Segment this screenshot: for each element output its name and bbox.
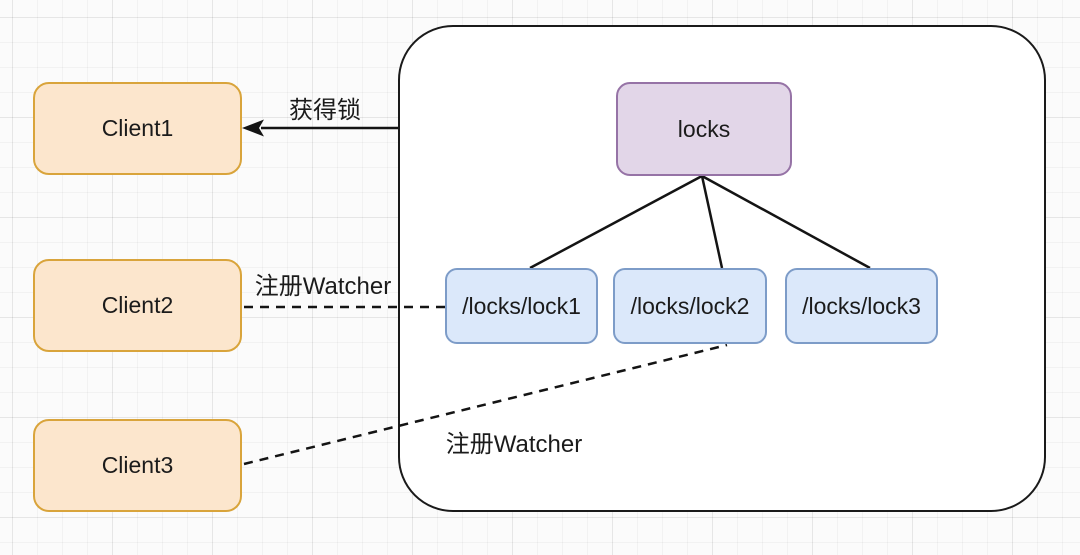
client3-node: Client3 <box>33 419 242 512</box>
acquire-lock-arrowhead-icon <box>242 119 264 137</box>
client3-label: Client3 <box>101 452 174 478</box>
lock3-node: /locks/lock3 <box>785 268 938 344</box>
locks-root-node: locks <box>616 82 792 176</box>
client3-watcher-edge-label: 注册Watcher <box>445 431 583 458</box>
lock2-node: /locks/lock2 <box>613 268 767 344</box>
client2-label: Client2 <box>101 292 174 318</box>
lock1-label: /locks/lock1 <box>462 292 581 319</box>
acquire-lock-edge-label: 获得锁 <box>289 97 361 124</box>
lock3-label: /locks/lock3 <box>802 292 921 319</box>
lock1-node: /locks/lock1 <box>445 268 598 344</box>
locks-root-label: locks <box>677 115 731 142</box>
client1-label: Client1 <box>101 115 174 141</box>
lock2-label: /locks/lock2 <box>630 292 750 319</box>
client1-node: Client1 <box>33 82 242 175</box>
client2-node: Client2 <box>33 259 242 352</box>
client2-watcher-edge-label: 注册Watcher <box>254 273 392 300</box>
